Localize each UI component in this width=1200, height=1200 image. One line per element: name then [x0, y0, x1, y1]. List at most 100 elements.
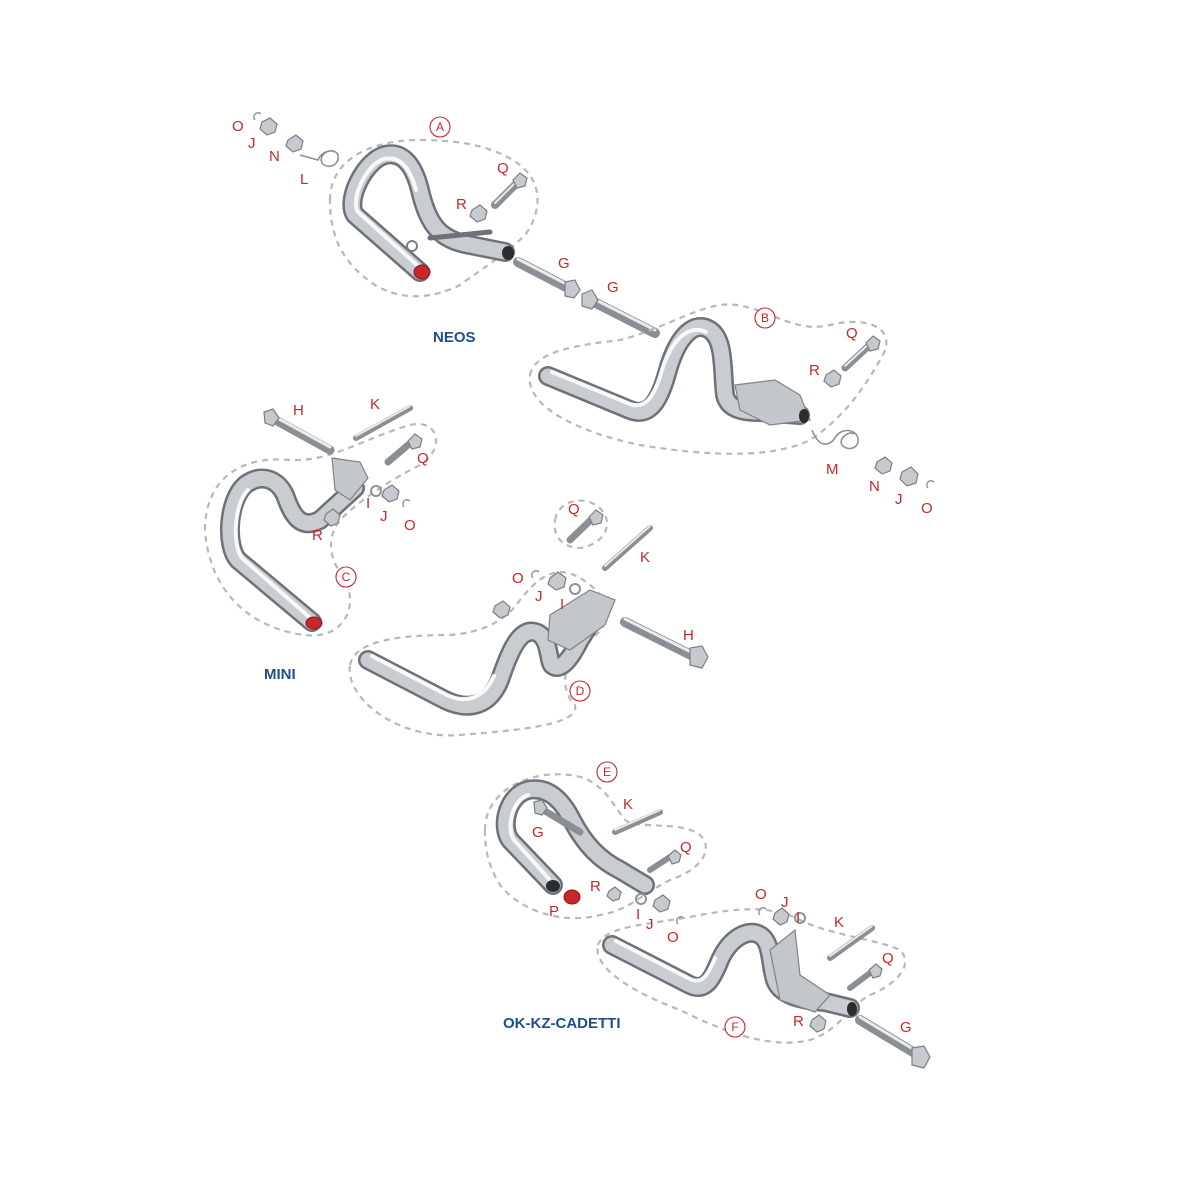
label-K: K: [640, 549, 650, 566]
outline-D-top: [553, 499, 608, 550]
outline-F: [596, 908, 907, 1044]
part-F-bumper: [602, 922, 860, 1018]
washer-icon: [635, 893, 647, 905]
neos-bolt-Q1: [491, 172, 528, 209]
label-R: R: [809, 362, 820, 379]
nut-R-icon: [323, 508, 341, 527]
neos-bolt-G1: [513, 257, 581, 299]
okkz-group: E K G Q R P I J O O J I K Q R G F OK-KZ-…: [483, 761, 931, 1069]
label-Q: Q: [568, 501, 580, 518]
tube-end-icon: [847, 1002, 857, 1016]
washer-icon: [569, 583, 581, 595]
callout-C-circle: [335, 566, 357, 588]
callout-E: E: [603, 765, 611, 779]
mini-group: H K Q I J O R C Q K O J I H D MINI: [203, 396, 709, 737]
callout-E-circle: [596, 761, 618, 783]
clip-O2-icon: [531, 570, 540, 579]
part-E-bumper: [495, 779, 655, 895]
callout-D: D: [576, 684, 585, 698]
label-K: K: [623, 796, 633, 813]
callout-D-circle: [569, 680, 591, 702]
label-J: J: [781, 894, 789, 911]
washer-icon: [794, 912, 806, 924]
nut-R2-icon: [809, 1014, 827, 1033]
bracket-plate-icon: [331, 457, 369, 501]
label-Q: Q: [882, 950, 894, 967]
label-G: G: [607, 279, 619, 296]
label-G: G: [532, 824, 544, 841]
nut-R-icon: [606, 886, 622, 902]
neos-bolt-Q2: [841, 335, 881, 372]
clip-O-icon: [402, 499, 411, 508]
callout-B: B: [761, 311, 769, 325]
mini-bolt-H1: [263, 408, 335, 455]
mini-bolt-H2: [620, 617, 709, 669]
mini-pin-K1: [353, 405, 413, 441]
label-Q: Q: [846, 325, 858, 342]
end-cap-P-icon: [563, 889, 581, 905]
bracket-plate-icon: [734, 379, 811, 426]
nut-J2-icon: [899, 466, 919, 487]
part-B-bumper: [538, 317, 811, 426]
label-N: N: [869, 478, 880, 495]
group-title-mini: MINI: [264, 666, 296, 683]
neos-hardware-top: [253, 112, 339, 167]
label-I: I: [366, 495, 370, 512]
callout-A: A: [436, 120, 444, 134]
label-I: I: [636, 906, 640, 923]
label-J: J: [248, 135, 256, 152]
callout-C: C: [342, 570, 351, 584]
mini-bolt-Q2: [566, 509, 604, 544]
nut-J2-icon: [547, 571, 567, 591]
label-R: R: [793, 1013, 804, 1030]
callout-B-circle: [754, 307, 776, 329]
label-Q: Q: [497, 160, 509, 177]
clip-O2-icon: [758, 907, 767, 916]
callout-A-circle: [429, 116, 451, 138]
label-M: M: [826, 461, 839, 478]
bracket-plate-icon: [769, 928, 831, 1013]
label-J: J: [535, 588, 543, 605]
okkz-pin-K1: [612, 809, 663, 835]
label-J: J: [895, 491, 903, 508]
label-R: R: [590, 878, 601, 895]
outline-A: [328, 138, 539, 298]
label-H: H: [683, 627, 694, 644]
nut-J-icon: [381, 484, 400, 503]
label-O: O: [512, 570, 524, 587]
label-H: H: [293, 402, 304, 419]
label-K: K: [834, 914, 844, 931]
group-title-okkz: OK-KZ-CADETTI: [503, 1015, 620, 1032]
nut-R1-icon: [469, 204, 488, 223]
callout-F: F: [731, 1020, 738, 1034]
label-G: G: [558, 255, 570, 272]
outline-B: [528, 303, 888, 455]
label-J: J: [380, 508, 388, 525]
clip-icon: [253, 112, 262, 121]
label-O: O: [232, 118, 244, 135]
tube-end-icon: [502, 246, 514, 260]
outline-E: [483, 773, 707, 920]
nut-icon: [492, 600, 511, 619]
nut-N2-icon: [874, 456, 893, 475]
label-O: O: [667, 929, 679, 946]
washer-icon: [370, 485, 382, 497]
nut-icon: [285, 134, 304, 153]
label-R: R: [456, 196, 467, 213]
part-C-bumper: [219, 457, 369, 632]
spring-M-icon: [811, 429, 859, 450]
spring-icon: [299, 150, 339, 167]
mini-bolt-Q1: [384, 433, 423, 466]
clip-O2-icon: [926, 480, 935, 489]
nut-J2-icon: [772, 907, 790, 926]
okkz-bolt-Q2: [847, 963, 883, 991]
bracket-plate-icon: [547, 589, 616, 651]
label-O: O: [404, 517, 416, 534]
neos-group: O J N L Q R G G Q R M N J O A B NEOS: [232, 112, 935, 517]
neos-bolt-G2: [581, 289, 660, 338]
nut-R2-icon: [823, 369, 842, 388]
end-cap-icon: [413, 264, 431, 280]
okkz-pin-K2: [827, 925, 875, 961]
tube-end-icon: [799, 409, 809, 423]
end-cap-icon: [305, 616, 323, 630]
